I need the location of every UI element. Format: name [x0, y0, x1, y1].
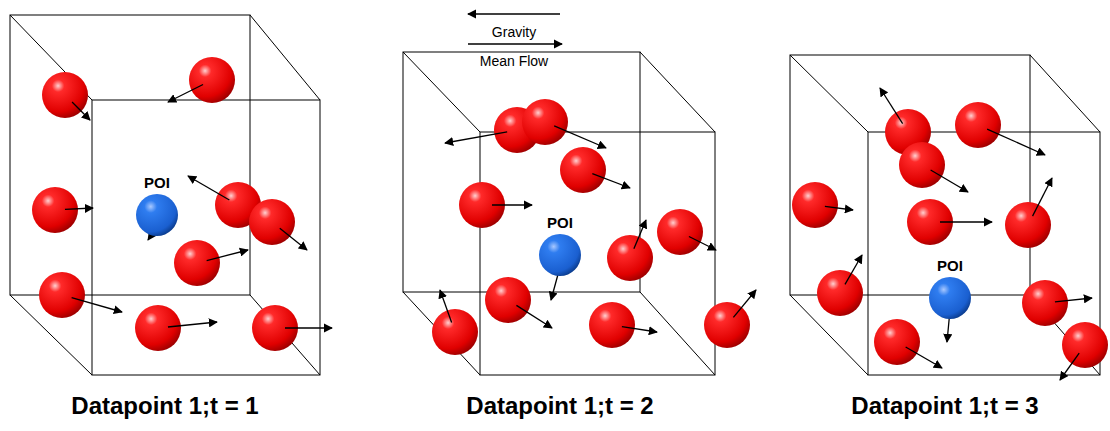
velocity-arrow	[492, 204, 532, 205]
velocity-arrow	[280, 228, 307, 250]
particle	[189, 57, 235, 103]
particle	[657, 209, 703, 255]
poi-sphere	[129, 192, 185, 238]
velocity-arrow	[188, 176, 229, 200]
velocity-arrow	[65, 208, 93, 209]
particle	[607, 235, 653, 281]
force-label: Mean Flow	[478, 53, 550, 69]
poi-sphere	[922, 275, 978, 321]
particle	[249, 199, 295, 245]
particle	[899, 142, 945, 188]
velocity-arrow	[207, 250, 248, 261]
velocity-arrow	[987, 129, 1045, 155]
particle	[874, 319, 920, 365]
particle	[39, 272, 85, 318]
force-arrows	[468, 14, 562, 44]
velocity-arrow	[733, 290, 756, 317]
particle	[1005, 202, 1051, 248]
velocity-arrow	[168, 84, 203, 102]
cube-outline	[10, 15, 1100, 375]
velocity-arrow	[1060, 353, 1079, 380]
velocity-arrow	[940, 221, 992, 222]
poi-particle: POI	[922, 257, 978, 321]
poi-label: POI	[129, 174, 185, 192]
caption: Datapoint 1;t = 3	[851, 392, 1038, 420]
force-label: Gravity	[490, 24, 538, 40]
particle	[174, 240, 220, 286]
particle	[522, 99, 568, 145]
velocity-arrow	[554, 126, 606, 148]
velocity-arrow	[168, 322, 217, 327]
particle	[1062, 322, 1108, 368]
poi-particle: POI	[129, 174, 185, 238]
velocity-arrow	[931, 170, 968, 192]
velocity-arrow	[689, 236, 716, 250]
particle	[589, 302, 635, 348]
particle	[32, 187, 78, 233]
particle	[485, 277, 531, 323]
particle	[1022, 280, 1068, 326]
velocity-arrow	[592, 174, 630, 188]
particle	[817, 270, 863, 316]
velocity-arrow	[825, 206, 853, 210]
velocity-arrow	[285, 327, 332, 328]
velocity-arrow	[906, 347, 942, 368]
gravity-arrow	[468, 13, 560, 14]
velocity-arrow	[440, 290, 452, 323]
velocity-arrow	[72, 102, 90, 120]
particle	[432, 309, 478, 355]
poi-label: POI	[922, 257, 978, 275]
velocity-arrow	[1033, 178, 1052, 216]
particle	[135, 305, 181, 351]
velocity-arrow	[516, 305, 552, 328]
poi-sphere	[532, 232, 588, 278]
particle	[560, 147, 606, 193]
poi-label: POI	[532, 214, 588, 232]
caption: Datapoint 1;t = 2	[466, 392, 653, 420]
velocity-arrow	[634, 220, 646, 249]
velocity-arrow	[72, 298, 122, 312]
flow-arrow	[468, 43, 562, 44]
particle	[792, 182, 838, 228]
velocity-arrow	[880, 88, 903, 124]
caption: Datapoint 1;t = 1	[71, 392, 258, 420]
velocity-arrow	[445, 132, 507, 143]
particle	[704, 302, 750, 348]
velocity-arrow	[622, 327, 657, 332]
velocity-arrow	[1055, 298, 1092, 302]
particles	[32, 57, 1108, 380]
particle	[955, 102, 1001, 148]
poi-particle: POI	[532, 214, 588, 278]
velocity-arrow	[845, 255, 862, 284]
